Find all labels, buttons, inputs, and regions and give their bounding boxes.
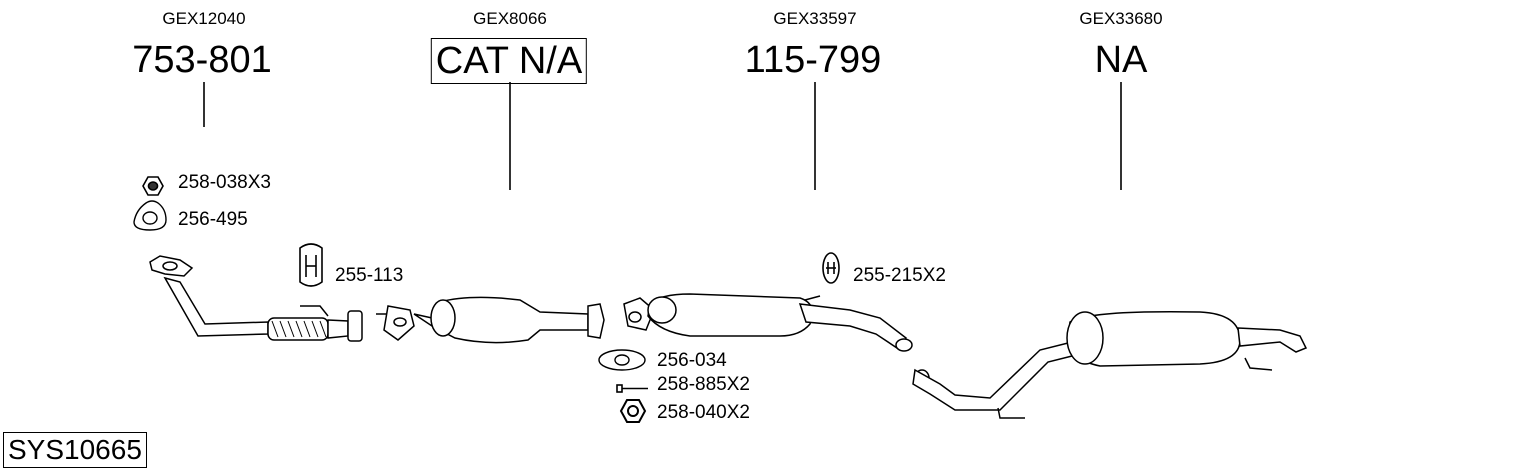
part-number-center-silencer: 115-799: [744, 39, 882, 81]
rubber-hanger-icon: [299, 243, 323, 287]
part-number-front-pipe: 753-801: [132, 39, 272, 81]
part-number-rear-silencer: NA: [1094, 39, 1148, 81]
center-silencer: [623, 293, 913, 352]
gex-code-catalyst: GEX8066: [473, 9, 547, 28]
label-hex-nut: 258-040X2: [657, 402, 750, 423]
gasket-icon: [133, 200, 167, 231]
gex-code-front-pipe: GEX12040: [162, 9, 246, 28]
gasket-mid-icon: [598, 349, 646, 371]
gex-code-rear-silencer: GEX33680: [1079, 9, 1163, 28]
ring-hanger-icon: [822, 252, 840, 284]
gex-code-center-silencer: GEX33597: [773, 9, 857, 28]
bolt-icon: [616, 384, 648, 393]
label-gasket-mid: 256-034: [657, 350, 727, 371]
label-gasket-front: 256-495: [178, 209, 248, 230]
label-bolt: 258-885X2: [657, 374, 750, 395]
label-ring-hanger: 255-215X2: [853, 265, 946, 286]
catalyst: [376, 296, 605, 344]
label-flange-nut: 258-038X3: [178, 172, 271, 193]
front-pipe: [149, 255, 363, 342]
flange-nut-icon: [142, 176, 164, 196]
label-rubber-hanger: 255-113: [335, 265, 404, 286]
part-number-catalyst: CAT N/A: [430, 38, 588, 84]
hex-nut-icon: [619, 399, 647, 423]
rear-silencer: [912, 310, 1308, 419]
system-id: SYS10665: [3, 432, 147, 468]
